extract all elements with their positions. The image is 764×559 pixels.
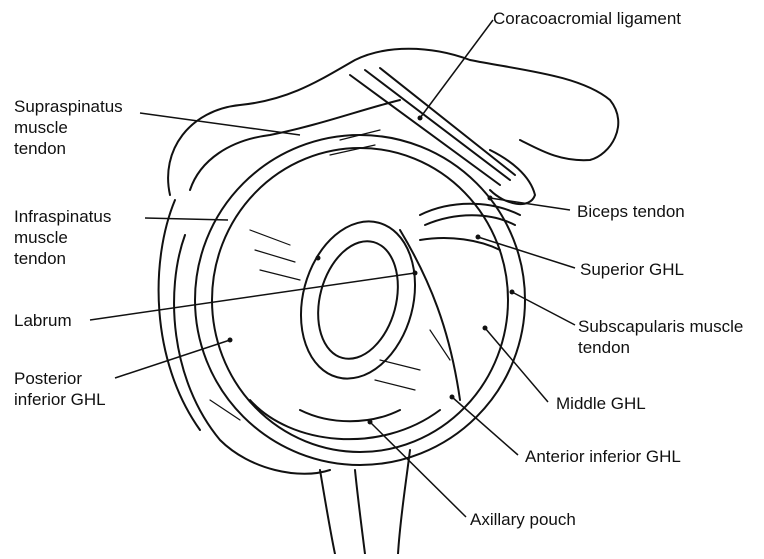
label-axillary-pouch: Axillary pouch — [470, 509, 576, 530]
hatch-5 — [375, 380, 415, 390]
leader-subscapularis — [512, 292, 575, 325]
ligament-band-1 — [350, 75, 500, 185]
acromion-inner — [190, 100, 400, 190]
humerus-inner — [355, 470, 365, 554]
hatch-4 — [380, 360, 420, 370]
posterior-outer — [159, 200, 200, 430]
label-middle-ghl: Middle GHL — [556, 393, 646, 414]
leader-coracoacromial — [420, 20, 493, 118]
label-supraspinatus-tendon: Supraspinatus muscle tendon — [14, 96, 123, 159]
label-posterior-inferior-ghl: Posterior inferior GHL — [14, 368, 106, 410]
axillary-pouch-shape — [250, 400, 440, 439]
label-labrum: Labrum — [14, 310, 72, 331]
hatch-7 — [210, 400, 240, 420]
middle-ghl-band — [400, 230, 460, 400]
glenoid-rim-outer — [195, 135, 525, 465]
hatch-1 — [250, 230, 290, 245]
humerus-left — [320, 470, 335, 554]
label-infraspinatus-tendon: Infraspinatus muscle tendon — [14, 206, 111, 269]
label-biceps-tendon: Biceps tendon — [577, 201, 685, 222]
humerus-right — [398, 450, 410, 554]
ligament-band-2 — [365, 70, 510, 180]
acromion-arch — [168, 49, 618, 195]
leader-labrum — [90, 273, 415, 320]
leader-supraspinatus — [140, 113, 300, 135]
label-coracoacromial-ligament: Coracoacromial ligament — [493, 8, 681, 29]
hatch-2 — [255, 250, 295, 262]
biceps-tendon-shape — [420, 204, 520, 215]
leader-anterior-inferior — [452, 397, 518, 455]
label-subscapularis-tendon: Subscapularis muscle tendon — [578, 316, 743, 358]
glenoid-face-inner — [306, 232, 410, 368]
pouch-fold — [300, 410, 400, 421]
leader-superior-ghl — [478, 237, 575, 268]
coracoid-process — [490, 150, 535, 204]
label-anterior-inferior-ghl: Anterior inferior GHL — [525, 446, 681, 467]
label-superior-ghl: Superior GHL — [580, 259, 684, 280]
hatch-3 — [260, 270, 300, 280]
glenoid-face — [284, 208, 432, 391]
